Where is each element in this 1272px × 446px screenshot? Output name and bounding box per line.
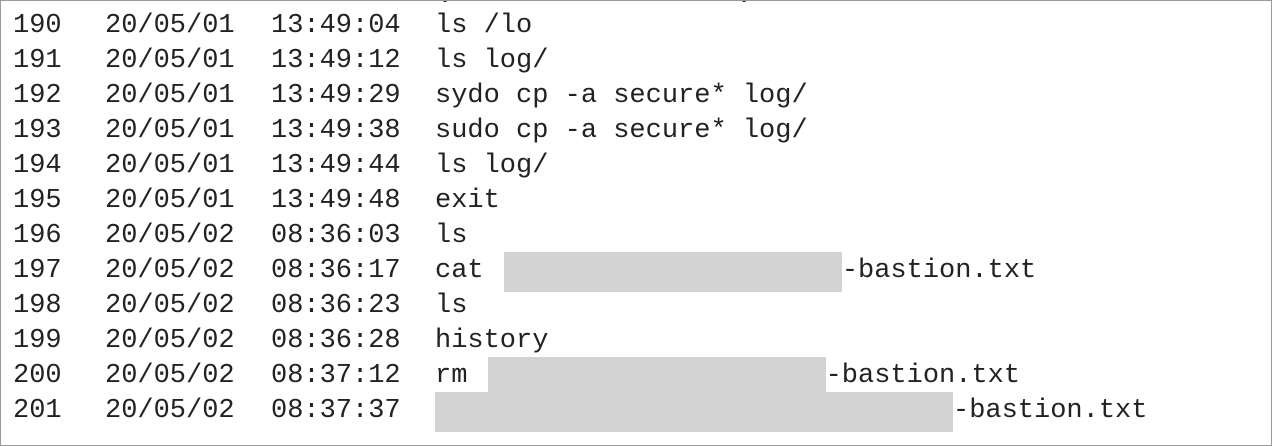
line-date: 20/05/02: [105, 221, 235, 251]
line-command-suffix: -bastion.txt: [825, 361, 1021, 391]
history-line: 192 20/05/01 13:49:29 sydo cp -a secure*…: [13, 79, 1147, 114]
redacted-filename-block: [487, 356, 826, 397]
line-time: 13:49:44: [271, 151, 401, 181]
line-number: 197: [13, 256, 62, 286]
history-line: 197 20/05/02 08:36:17 cat -bastion.txt: [13, 251, 1147, 292]
line-number: 192: [13, 81, 62, 111]
history-line: 195 20/05/01 13:49:48 exit: [13, 184, 1147, 219]
line-command-suffix: -bastion.txt: [841, 256, 1037, 286]
line-command: ls: [435, 221, 468, 251]
line-time: 08:36:28: [271, 326, 401, 356]
redacted-filename-block: [503, 251, 842, 292]
line-date: 20/05/01: [105, 11, 235, 41]
line-number: 190: [13, 11, 62, 41]
line-date: 20/05/02: [105, 326, 235, 356]
cut-off-previous-line: . .: [1, 1, 1271, 7]
line-time: 13:49:29: [271, 81, 401, 111]
line-time: 08:36:03: [271, 221, 401, 251]
line-command: ls log/: [435, 151, 549, 181]
line-number: 196: [13, 221, 62, 251]
line-date: 20/05/02: [105, 291, 235, 321]
line-date: 20/05/01: [105, 186, 235, 216]
history-line: 194 20/05/01 13:49:44 ls log/: [13, 149, 1147, 184]
line-date: 20/05/02: [105, 361, 235, 391]
line-time: 08:36:17: [271, 256, 401, 286]
line-number: 195: [13, 186, 62, 216]
history-output: 190 20/05/01 13:49:04 ls /lo 191 20/05/0…: [13, 9, 1148, 432]
line-time: 13:49:38: [271, 116, 401, 146]
line-command: exit: [435, 186, 500, 216]
line-date: 20/05/02: [105, 256, 235, 286]
history-line: 198 20/05/02 08:36:23 ls: [13, 289, 1147, 324]
line-number: 199: [13, 326, 62, 356]
history-line: 190 20/05/01 13:49:04 ls /lo: [13, 9, 1147, 44]
line-command: rm: [435, 361, 484, 391]
line-command: ls /lo: [435, 11, 533, 41]
line-time: 13:49:04: [271, 11, 401, 41]
line-number: 193: [13, 116, 62, 146]
line-date: 20/05/01: [105, 46, 235, 76]
history-line: 200 20/05/02 08:37:12 rm -bastion.txt: [13, 356, 1147, 397]
line-time: 13:49:12: [271, 46, 401, 76]
line-time: 08:37:37: [271, 396, 401, 426]
line-date: 20/05/02: [105, 396, 235, 426]
line-command-suffix: -bastion.txt: [953, 396, 1148, 426]
line-command: ls log/: [435, 46, 549, 76]
line-date: 20/05/01: [105, 81, 235, 111]
line-command: history: [435, 326, 549, 356]
line-number: 191: [13, 46, 62, 76]
history-line: 201 20/05/02 08:37:37 -bastion.txt: [13, 391, 1148, 432]
line-command: ls: [435, 291, 468, 321]
line-number: 201: [13, 396, 62, 426]
history-line: 193 20/05/01 13:49:38 sudo cp -a secure*…: [13, 114, 1147, 149]
line-command: cat: [435, 256, 500, 286]
line-command: sudo cp -a secure* log/: [435, 116, 808, 146]
line-number: 200: [13, 361, 62, 391]
line-number: 194: [13, 151, 62, 181]
line-time: 08:36:23: [271, 291, 401, 321]
line-date: 20/05/01: [105, 116, 235, 146]
line-time: 13:49:48: [271, 186, 401, 216]
line-time: 08:37:12: [271, 361, 401, 391]
history-line: 199 20/05/02 08:36:28 history: [13, 324, 1147, 359]
line-date: 20/05/01: [105, 151, 235, 181]
history-line: 196 20/05/02 08:36:03 ls: [13, 219, 1147, 254]
redacted-command-block: [435, 391, 953, 432]
line-number: 198: [13, 291, 62, 321]
history-line: 191 20/05/01 13:49:12 ls log/: [13, 44, 1147, 79]
line-command: sydo cp -a secure* log/: [435, 81, 808, 111]
